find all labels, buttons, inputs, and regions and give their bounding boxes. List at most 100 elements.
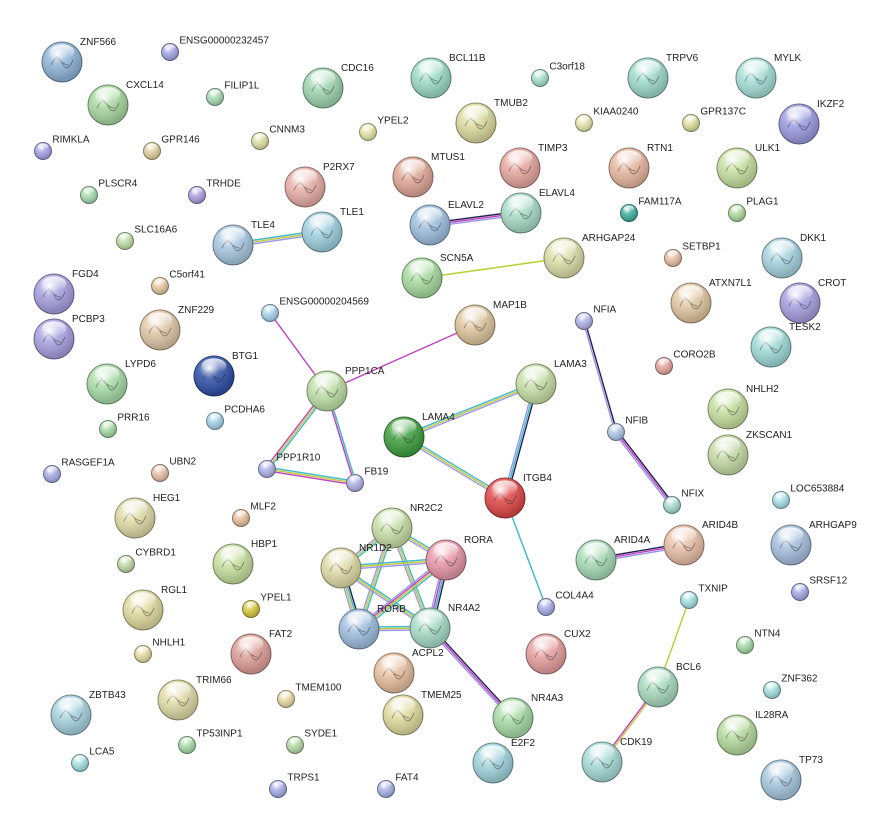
node-ntn4[interactable]: NTN4 — [736, 629, 781, 654]
node-pcbp3[interactable]: PCBP3 — [33, 314, 105, 360]
node-elavl2[interactable]: ELAVL2 — [409, 200, 484, 246]
node-rorb[interactable]: RORB — [338, 604, 406, 650]
node-slc16a6[interactable]: SLC16A6 — [116, 225, 178, 250]
node-setbp1[interactable]: SETBP1 — [664, 242, 722, 267]
node-srsf12[interactable]: SRSF12 — [791, 576, 848, 601]
node-ensg00000232457[interactable]: ENSG00000232457 — [161, 36, 270, 61]
node-map1b[interactable]: MAP1B — [454, 300, 527, 346]
node-bcl6[interactable]: BCL6 — [637, 662, 701, 708]
node-lama3[interactable]: LAMA3 — [515, 359, 587, 405]
node-il28ra[interactable]: IL28RA — [716, 710, 789, 756]
node-lypd6[interactable]: LYPD6 — [86, 359, 156, 405]
node-cxcl14[interactable]: CXCL14 — [87, 80, 164, 126]
node-arhgap24[interactable]: ARHGAP24 — [543, 233, 636, 279]
node-pcdha6[interactable]: PCDHA6 — [206, 405, 266, 430]
node-mtus1[interactable]: MTUS1 — [392, 152, 465, 198]
node-plag1[interactable]: PLAG1 — [728, 197, 780, 222]
node-tle1[interactable]: TLE1 — [301, 207, 364, 253]
node-tmem25[interactable]: TMEM25 — [382, 690, 462, 736]
node-fgd4[interactable]: FGD4 — [33, 269, 99, 315]
node-ikzf2[interactable]: IKZF2 — [778, 99, 845, 145]
node-rtn1[interactable]: RTN1 — [608, 143, 673, 189]
node-tp73[interactable]: TP73 — [760, 755, 823, 801]
node-rgl1[interactable]: RGL1 — [122, 585, 188, 631]
node-c3orf18[interactable]: C3orf18 — [531, 62, 586, 87]
node-txnip[interactable]: TXNIP — [680, 584, 729, 609]
node-prr16[interactable]: PRR16 — [99, 413, 151, 438]
node-cnnm3[interactable]: CNNM3 — [251, 125, 306, 150]
node-cdc16[interactable]: CDC16 — [302, 63, 374, 109]
node-heg1[interactable]: HEG1 — [114, 493, 181, 539]
node-znf229[interactable]: ZNF229 — [139, 305, 215, 351]
node-rimkla[interactable]: RIMKLA — [34, 135, 90, 160]
node-zkscan1[interactable]: ZKSCAN1 — [707, 430, 793, 476]
node-dkk1[interactable]: DKK1 — [761, 233, 827, 279]
node-tmub2[interactable]: TMUB2 — [455, 98, 528, 144]
node-ulk1[interactable]: ULK1 — [716, 143, 780, 189]
node-mlf2[interactable]: MLF2 — [232, 502, 277, 527]
node-znf362[interactable]: ZNF362 — [763, 674, 818, 699]
node-elavl4[interactable]: ELAVL4 — [500, 188, 575, 234]
node-trhde[interactable]: TRHDE — [188, 179, 242, 204]
node-mylk[interactable]: MYLK — [735, 53, 802, 99]
node-rasgef1a[interactable]: RASGEF1A — [43, 458, 116, 483]
node-rora[interactable]: RORA — [425, 535, 493, 581]
node-lama4[interactable]: LAMA4 — [383, 412, 455, 458]
node-nfib[interactable]: NFIB — [607, 416, 649, 441]
node-fat4[interactable]: FAT4 — [377, 773, 419, 798]
node-ubn2[interactable]: UBN2 — [151, 457, 197, 482]
node-c5orf41[interactable]: C5orf41 — [151, 270, 206, 295]
node-kiaa0240[interactable]: KIAA0240 — [575, 107, 639, 132]
node-arid4a[interactable]: ARID4A — [575, 535, 650, 581]
node-btg1[interactable]: BTG1 — [193, 351, 259, 397]
node-crot[interactable]: CROT — [779, 278, 846, 324]
node-syde1[interactable]: SYDE1 — [286, 729, 338, 754]
node-ppp1r10[interactable]: PPP1R10 — [258, 453, 321, 478]
node-cux2[interactable]: CUX2 — [525, 629, 591, 675]
node-scn5a[interactable]: SCN5A — [401, 253, 474, 299]
node-col4a4[interactable]: COL4A4 — [537, 591, 595, 616]
node-acpl2[interactable]: ACPL2 — [373, 648, 444, 694]
node-arhgap9[interactable]: ARHGAP9 — [770, 520, 857, 566]
node-loc653884[interactable]: LOC653884 — [772, 484, 845, 509]
node-fat2[interactable]: FAT2 — [230, 629, 293, 675]
node-arid4b[interactable]: ARID4B — [663, 520, 738, 566]
node-ppp1ca[interactable]: PPP1CA — [306, 366, 385, 412]
node-nr2c2[interactable]: NR2C2 — [371, 503, 443, 549]
node-tle4[interactable]: TLE4 — [212, 220, 275, 266]
node-ypel1[interactable]: YPEL1 — [242, 593, 292, 618]
node-lca5[interactable]: LCA5 — [71, 747, 115, 772]
node-itgb4[interactable]: ITGB4 — [484, 473, 552, 519]
node-filip1l[interactable]: FILIP1L — [206, 81, 260, 106]
node-hbp1[interactable]: HBP1 — [212, 539, 278, 585]
node-nr4a3[interactable]: NR4A3 — [492, 693, 564, 739]
node-fam117a[interactable]: FAM117A — [620, 197, 682, 222]
node-trps1[interactable]: TRPS1 — [269, 773, 321, 798]
node-cdk19[interactable]: CDK19 — [581, 737, 653, 783]
node-nr4a2[interactable]: NR4A2 — [409, 603, 481, 649]
node-e2f2[interactable]: E2F2 — [472, 738, 535, 784]
node-plscr4[interactable]: PLSCR4 — [80, 179, 138, 204]
node-ypel2[interactable]: YPEL2 — [359, 116, 409, 141]
node-p2rx7[interactable]: P2RX7 — [284, 162, 355, 208]
node-trim66[interactable]: TRIM66 — [157, 675, 232, 721]
node-bcl11b[interactable]: BCL11B — [410, 53, 486, 99]
node-znf566[interactable]: ZNF566 — [41, 37, 117, 83]
node-nr1d2[interactable]: NR1D2 — [320, 543, 392, 589]
node-nhlh2[interactable]: NHLH2 — [707, 384, 779, 430]
node-trpv6[interactable]: TRPV6 — [627, 53, 699, 99]
node-atxn7l1[interactable]: ATXN7L1 — [670, 278, 752, 324]
node-tp53inp1[interactable]: TP53INP1 — [178, 729, 243, 754]
node-ensg00000204569[interactable]: ENSG00000204569 — [261, 297, 370, 322]
node-nhlh1[interactable]: NHLH1 — [134, 638, 186, 663]
node-timp3[interactable]: TIMP3 — [499, 143, 568, 189]
node-tmem100[interactable]: TMEM100 — [277, 683, 342, 708]
node-gpr137c[interactable]: GPR137C — [682, 107, 746, 132]
node-tesk2[interactable]: TESK2 — [750, 322, 821, 368]
node-nfia[interactable]: NFIA — [575, 305, 617, 330]
node-coro2b[interactable]: CORO2B — [655, 350, 716, 375]
node-zbtb43[interactable]: ZBTB43 — [50, 690, 126, 736]
node-nfix[interactable]: NFIX — [663, 489, 705, 514]
node-gpr146[interactable]: GPR146 — [143, 135, 201, 160]
node-fb19[interactable]: FB19 — [346, 467, 389, 492]
